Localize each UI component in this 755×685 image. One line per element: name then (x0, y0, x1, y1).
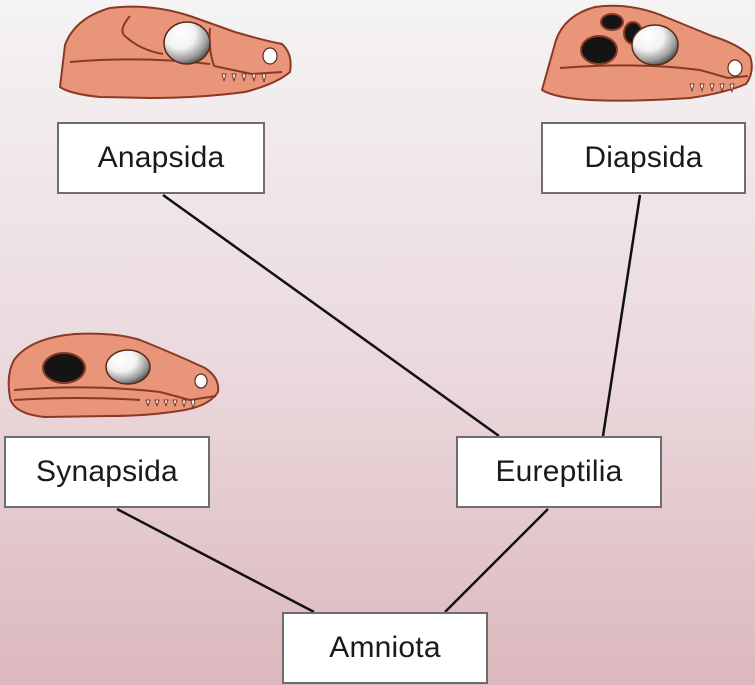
node-label-synapsida: Synapsida (36, 455, 178, 488)
branch-anapsida-eureptilia (162, 193, 500, 438)
node-anapsida: Anapsida (57, 122, 265, 194)
node-label-eureptilia: Eureptilia (495, 455, 623, 488)
node-label-anapsida: Anapsida (97, 141, 225, 174)
anapsid-skull-icon (59, 5, 292, 99)
node-synapsida: Synapsida (4, 436, 210, 508)
node-eureptilia: Eureptilia (456, 436, 662, 508)
diapsid-skull-icon (541, 4, 753, 102)
node-label-diapsida: Diapsida (584, 141, 703, 174)
node-label-amniota: Amniota (329, 631, 441, 664)
node-amniota: Amniota (282, 612, 488, 684)
synapsid-skull-icon (7, 332, 220, 418)
branch-diapsida-eureptilia (601, 194, 642, 437)
branch-eureptilia-amniota (444, 508, 549, 613)
branch-synapsida-amniota (116, 507, 315, 614)
branch-lines (116, 193, 642, 614)
node-diapsida: Diapsida (541, 122, 746, 194)
